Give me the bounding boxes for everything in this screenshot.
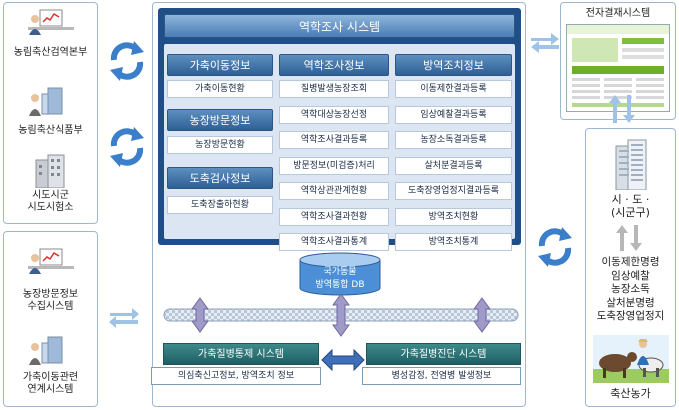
vertical-arrows-icon	[609, 95, 635, 123]
computer-user-icon	[28, 9, 74, 35]
building-icon	[615, 139, 647, 190]
group-header-slaughter-inspection: 도축검사정보	[167, 167, 273, 189]
e-approval-title: 전자결재시스템	[585, 8, 651, 19]
menu-item-epidemiology-5[interactable]: 역학조사결과현황	[279, 207, 389, 226]
menu-item-epidemiology-1[interactable]: 역학대상농장선정	[279, 105, 389, 124]
quarantine-action-2: 농장소독	[611, 283, 650, 295]
system-title: 역학조사 시스템	[164, 14, 515, 38]
menu-item-quarantine-1[interactable]: 임상예찰결과등록	[395, 105, 512, 124]
menu-item-quarantine-0[interactable]: 이동제한결과등록	[395, 80, 512, 98]
menu-item-quarantine-2[interactable]: 농장소독결과등록	[395, 131, 512, 149]
cattle-farmer-icon	[593, 335, 669, 383]
circular-arrows-icon	[538, 227, 572, 267]
computer-user-icon	[29, 336, 63, 365]
livestock-movement-link-label: 가축이동관련 연계시스템	[22, 372, 79, 395]
menu-item-livestock-movement-status[interactable]: 가축이동현황	[167, 80, 273, 98]
disease-control-system-header: 가축질병통제 시스템	[163, 343, 319, 365]
bidirectional-arrow-icon	[321, 348, 365, 372]
quarantine-action-3: 살처분명령	[606, 296, 655, 309]
menu-item-epidemiology-2[interactable]: 역학조사결과등록	[279, 131, 389, 149]
group-header-quarantine-measures: 방역조치정보	[395, 54, 512, 76]
db-label-line2: 방역통합 DB	[315, 280, 365, 290]
disease-control-system-detail: 의심축신고정보, 방역조치 정보	[151, 367, 321, 385]
computer-user-icon	[29, 87, 63, 116]
group-header-farm-visit: 농장방문정보	[167, 109, 273, 131]
menu-item-epidemiology-6[interactable]: 역학조사결과통계	[279, 233, 389, 251]
livestock-farm-label: 축산농가	[610, 387, 651, 400]
org-label-qia: 농림축산검역본부	[13, 47, 88, 58]
database-icon	[299, 252, 381, 296]
bidirectional-arrow-icon	[531, 33, 559, 53]
computer-user-icon	[28, 248, 74, 274]
menu-item-quarantine-4[interactable]: 도축장영업정지결과등록	[395, 182, 512, 200]
quarantine-action-4: 도축장영업정지	[596, 310, 665, 322]
building-icon	[35, 154, 65, 188]
group-header-epidemiology: 역학조사정보	[279, 54, 389, 76]
db-label-line1: 국가동물	[323, 267, 357, 277]
bidirectional-arrow-icon	[109, 308, 139, 328]
circular-arrows-icon	[110, 41, 144, 81]
disease-diagnosis-system-header: 가축질병진단 시스템	[366, 343, 521, 365]
group-header-livestock-movement: 가축이동정보	[167, 54, 273, 76]
menu-item-quarantine-5[interactable]: 방역조치현황	[395, 207, 512, 226]
menu-item-slaughter-shipment-status[interactable]: 도축장출하현황	[167, 196, 273, 214]
disease-diagnosis-system-detail: 병성감정, 전염병 발생정보	[362, 367, 521, 385]
farm-visit-collection-label: 농장방문정보 수집시스템	[22, 289, 79, 312]
menu-item-quarantine-3[interactable]: 살처분결과등록	[395, 156, 512, 175]
menu-item-epidemiology-4[interactable]: 역학상관관계현황	[279, 182, 389, 200]
integration-bus	[163, 293, 519, 337]
circular-arrows-icon	[110, 127, 144, 167]
menu-item-quarantine-6[interactable]: 방역조치통계	[395, 233, 512, 251]
menu-item-farm-visit-status[interactable]: 농장방문현황	[167, 136, 273, 154]
menu-item-epidemiology-3[interactable]: 방문정보(미검증)처리	[279, 156, 389, 175]
vertical-arrows-icon	[616, 225, 642, 251]
org-label-local-gov: 시도시군 시도시험소	[27, 190, 74, 213]
web-page-screenshot	[566, 24, 670, 112]
local-gov-org-label: 시 · 도 · (시군구)	[611, 193, 650, 219]
org-label-mafra: 농림축산식품부	[18, 125, 83, 136]
quarantine-action-0: 이동제한명령	[601, 256, 660, 268]
quarantine-action-1: 임상예찰	[611, 269, 650, 282]
menu-item-epidemiology-0[interactable]: 질병발생농장조회	[279, 80, 389, 98]
